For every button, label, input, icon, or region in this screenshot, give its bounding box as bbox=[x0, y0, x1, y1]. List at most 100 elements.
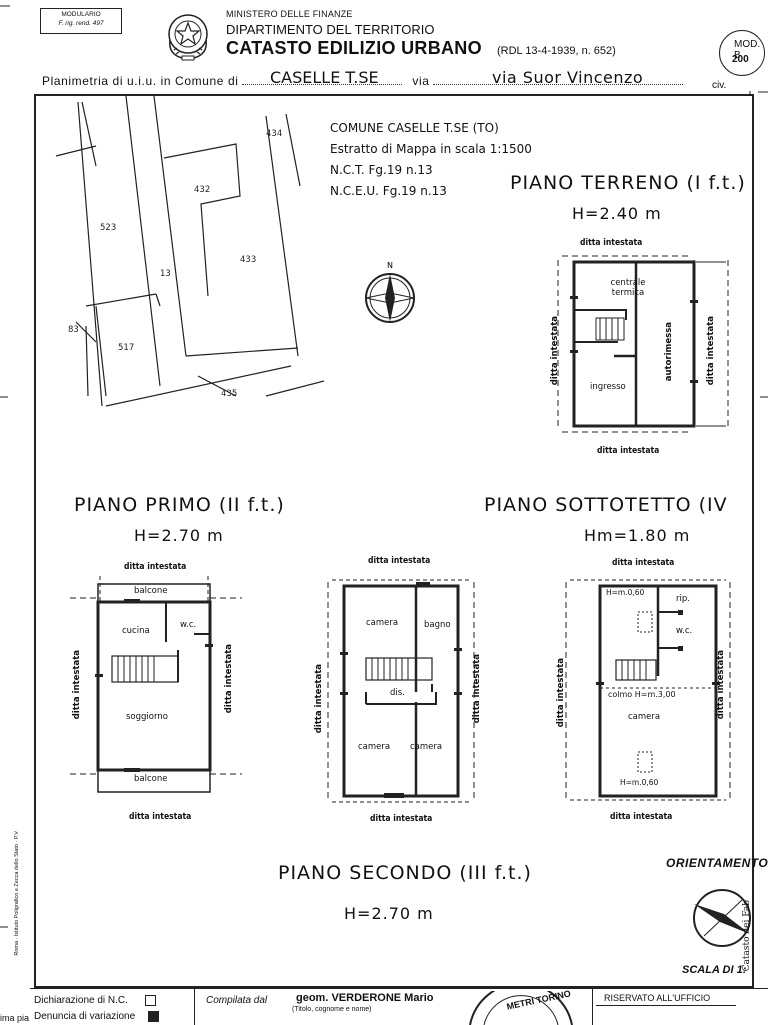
map-info-line: COMUNE CASELLE T.SE (TO) bbox=[330, 121, 499, 135]
secondo-height: H=2.70 m bbox=[344, 904, 434, 923]
room-balcone-top: balcone bbox=[134, 586, 168, 596]
map-info-line: N.C.T. Fg.19 n.13 bbox=[330, 163, 433, 177]
professional-stamp-icon bbox=[469, 991, 573, 1025]
sottotetto-ditta-top: ditta intestata bbox=[612, 558, 675, 568]
room-rip: rip. bbox=[676, 594, 690, 604]
compilata-divider bbox=[30, 989, 593, 1025]
parcel-433: 433 bbox=[240, 255, 256, 265]
room-camera-se: camera bbox=[410, 742, 443, 752]
compilata-value: geom. VERDERONE Mario bbox=[296, 992, 434, 1004]
civ-label: civ. bbox=[712, 80, 727, 91]
document-title: CATASTO EDILIZIO URBANO bbox=[226, 38, 482, 58]
room-camera-sottotetto: camera bbox=[628, 712, 661, 722]
room-ingresso: ingresso bbox=[590, 382, 626, 392]
room-h060-bottom: H=m.0,60 bbox=[620, 778, 659, 787]
dichiarazione-row: Dichiarazione di N.C. bbox=[34, 995, 156, 1006]
declaration-box: Dichiarazione di N.C. Denuncia di variaz… bbox=[30, 989, 195, 1025]
modulario-label: MODULARIO bbox=[61, 11, 101, 18]
primo-height: H=2.70 m bbox=[134, 526, 224, 545]
north-compass-icon: N bbox=[365, 261, 415, 323]
planimetria-label: Planimetria di u.i.u. in Comune di bbox=[42, 74, 239, 88]
primo-ditta-left: ditta intestata bbox=[72, 650, 82, 720]
riservato-label: RISERVATO ALL'UFFICIO bbox=[604, 993, 711, 1003]
terreno-ditta-top: ditta intestata bbox=[580, 238, 643, 248]
room-wc-sottotetto: w.c. bbox=[676, 626, 693, 636]
room-camera-nw: camera bbox=[366, 618, 399, 628]
sottotetto-ditta-bottom: ditta intestata bbox=[610, 812, 673, 822]
department-label: DIPARTIMENTO DEL TERRITORIO bbox=[226, 22, 435, 37]
room-balcone-bottom: balcone bbox=[134, 774, 168, 784]
primo-ditta-bottom: ditta intestata bbox=[129, 812, 192, 822]
parcel-83: 83 bbox=[68, 325, 79, 335]
via-label: via bbox=[412, 74, 430, 88]
room-dis: dis. bbox=[390, 688, 405, 698]
room-soggiorno: soggiorno bbox=[126, 712, 168, 722]
cadastral-map: 434 432 523 13 433 83 517 435 bbox=[55, 96, 325, 407]
map-info-line: N.C.E.U. Fg.19 n.13 bbox=[330, 184, 447, 198]
sottotetto-ditta-right: ditta intestata bbox=[716, 650, 726, 720]
room-h060-top: H=m.0,60 bbox=[606, 588, 645, 597]
room-bagno: bagno bbox=[424, 620, 451, 630]
via-value: via Suor Vincenzo bbox=[492, 68, 644, 87]
denuncia-row: Denuncia di variazione bbox=[34, 1011, 159, 1022]
modulario-box: MODULARIO F. rig. rend. 497 bbox=[40, 8, 122, 34]
denuncia-checkbox[interactable] bbox=[147, 1011, 159, 1022]
footer: Dichiarazione di N.C. Denuncia di variaz… bbox=[0, 988, 768, 1025]
terreno-ditta-left: ditta intestata bbox=[550, 316, 560, 386]
comune-value: CASELLE T.SE bbox=[270, 68, 379, 87]
parcel-434: 434 bbox=[266, 129, 282, 139]
north-label: N bbox=[387, 261, 393, 270]
compilata-label: Compilata dal bbox=[206, 995, 268, 1006]
map-info: COMUNE CASELLE T.SE (TO) Estratto di Map… bbox=[330, 118, 532, 202]
room-cucina: cucina bbox=[122, 626, 150, 636]
scale-label: SCALA DI 1: bbox=[682, 964, 747, 976]
sottotetto-title: PIANO SOTTOTETTO (IV bbox=[484, 494, 728, 516]
riservato-line bbox=[596, 1005, 736, 1006]
terreno-height: H=2.40 m bbox=[572, 204, 662, 223]
terreno-floorplan bbox=[557, 255, 729, 433]
room-autorimessa: autorimessa bbox=[664, 322, 674, 382]
left-clipped-text: ima pia bbox=[0, 1013, 30, 1023]
italian-emblem-icon bbox=[168, 14, 208, 61]
primo-title: PIANO PRIMO (II f.t.) bbox=[74, 494, 285, 516]
parcel-435: 435 bbox=[221, 389, 237, 399]
parcel-517: 517 bbox=[118, 343, 134, 353]
planimetria-line: Planimetria di u.i.u. in Comune di via bbox=[42, 74, 687, 88]
denuncia-label: Denuncia di variazione bbox=[34, 1011, 136, 1023]
side-note: Catasto dei Fab bbox=[742, 900, 752, 972]
parcel-523: 523 bbox=[100, 223, 116, 233]
sottotetto-floorplan bbox=[565, 579, 731, 801]
parcel-432: 432 bbox=[194, 185, 210, 195]
secondo-floorplan bbox=[327, 579, 475, 803]
sottotetto-height: Hm=1.80 m bbox=[584, 526, 691, 545]
margin-print: Roma · Istituto Poligrafico e Zecca dell… bbox=[14, 830, 20, 956]
primo-ditta-top: ditta intestata bbox=[124, 562, 187, 572]
secondo-ditta-right: ditta intestata bbox=[472, 654, 482, 724]
drawing-frame bbox=[34, 94, 754, 988]
room-colmo: colmo H=m.3,00 bbox=[608, 690, 676, 699]
dichiarazione-checkbox[interactable] bbox=[144, 995, 156, 1006]
map-info-line: Estratto di Mappa in scala 1:1500 bbox=[330, 142, 532, 156]
terreno-title: PIANO TERRENO (I f.t.) bbox=[510, 172, 746, 194]
orientation-label: ORIENTAMENTO bbox=[666, 856, 768, 870]
ministry-label: MINISTERO DELLE FINANZE bbox=[226, 9, 353, 19]
model-stamp: MOD. B 200 bbox=[719, 30, 765, 76]
compilata-sub: (Titolo, cognome e nome) bbox=[292, 1006, 372, 1013]
sottotetto-ditta-left: ditta intestata bbox=[556, 658, 566, 728]
room-camera-sw: camera bbox=[358, 742, 391, 752]
orientation-compass-icon bbox=[693, 889, 751, 947]
primo-floorplan bbox=[70, 576, 242, 793]
parcel-13: 13 bbox=[160, 269, 171, 279]
terreno-ditta-right: ditta intestata bbox=[706, 316, 716, 386]
primo-ditta-right: ditta intestata bbox=[224, 644, 234, 714]
secondo-ditta-top: ditta intestata bbox=[368, 556, 431, 566]
secondo-ditta-left: ditta intestata bbox=[314, 664, 324, 734]
model-top-label: MOD. B bbox=[734, 39, 761, 61]
modulario-sub: F. rig. rend. 497 bbox=[58, 20, 104, 27]
dichiarazione-label: Dichiarazione di N.C. bbox=[34, 995, 128, 1007]
room-wc: w.c. bbox=[180, 620, 197, 630]
law-reference: (RDL 13-4-1939, n. 652) bbox=[497, 45, 616, 57]
terreno-ditta-bottom: ditta intestata bbox=[597, 446, 660, 456]
room-centrale-termica: centrale termica bbox=[610, 278, 646, 298]
